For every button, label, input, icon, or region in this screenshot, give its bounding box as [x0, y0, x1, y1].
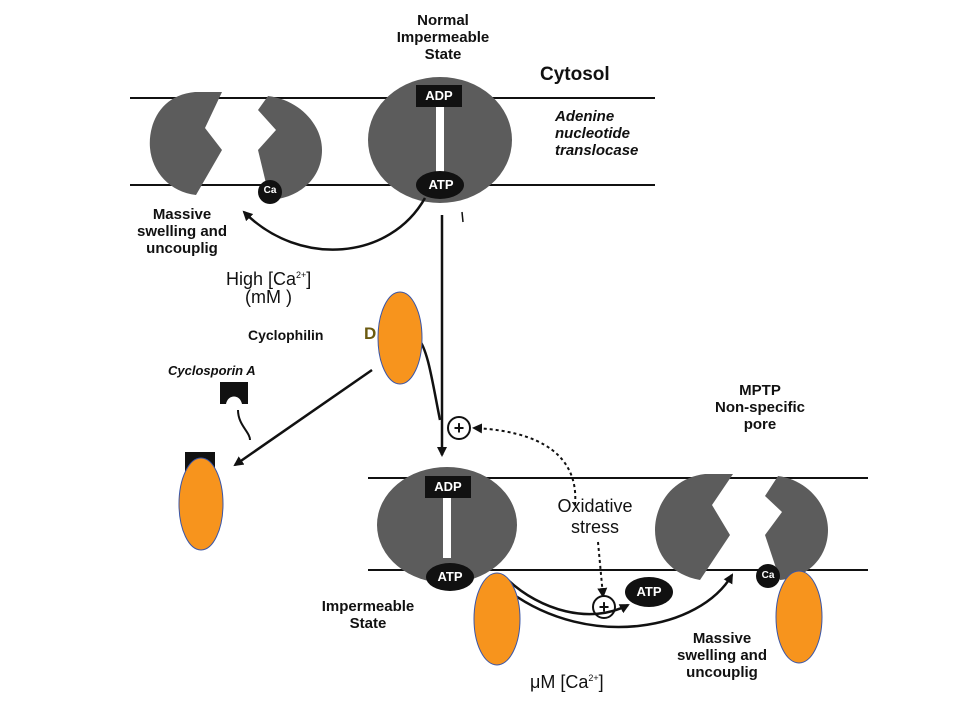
bottom-open-pore [655, 474, 828, 580]
top-open-pore [149, 92, 322, 200]
atp-bottom-label: ATP [437, 569, 463, 584]
ca-bottom-label: Ca [761, 570, 775, 581]
orange-overlays [178, 291, 823, 666]
atp-top-label: ATP [428, 177, 454, 192]
swelling-top-label: Massive swelling and uncouplig [136, 206, 227, 257]
overlay-ca-bottom [775, 570, 823, 664]
oxidative-stress-label: Oxidative stress [557, 496, 633, 537]
overlay-bound [178, 457, 224, 551]
atp-release-arrow [507, 579, 630, 616]
overlay-cyclophilin [377, 291, 423, 385]
high-ca-unit: (mM ) [245, 287, 292, 307]
adp-bottom-label: ADP [434, 479, 462, 494]
top-ant-protein [368, 77, 512, 203]
top-curved-arrow [242, 197, 427, 251]
normal-state-label: Normal Impermeable State [396, 12, 490, 63]
swelling-bottom-label: Massive swelling and uncouplig [676, 630, 767, 681]
cyclosporin-shape [220, 382, 248, 404]
bottom-ca-circle [756, 564, 780, 588]
mptp-label: MPTP Non-specific pore [714, 382, 805, 433]
bottom-curved-arrow [509, 573, 734, 629]
ca-top-label: Ca [263, 185, 277, 196]
um-ca-label: μM [Ca2+] [530, 672, 604, 692]
top-ca-circle [258, 180, 282, 204]
cyclophilin-d-label: D [364, 324, 377, 343]
oxidative-dotted-arrow-top [472, 423, 577, 506]
high-ca-label: High [Ca2+] [226, 269, 312, 289]
bottom-ant-protein [377, 467, 517, 591]
cytosol-label: Cytosol [540, 64, 610, 85]
cyclosporin-label: Cyclosporin A [168, 363, 256, 378]
plus-circle-top: + [447, 416, 471, 440]
plus-bottom-text: + [599, 597, 610, 617]
adp-top-label: ADP [425, 88, 453, 103]
impermeable-state-label: Impermeable State [321, 598, 415, 632]
free-atp [625, 577, 673, 607]
free-atp-label: ATP [636, 584, 662, 599]
plus-top-text: + [454, 418, 465, 438]
cyclosporin-arrow [233, 368, 373, 467]
cyclophilin-label: Cyclophilin [248, 327, 324, 343]
overlay-atp-bottom [473, 572, 521, 666]
ant-label: Adenine nucleotide translocase [555, 108, 639, 159]
